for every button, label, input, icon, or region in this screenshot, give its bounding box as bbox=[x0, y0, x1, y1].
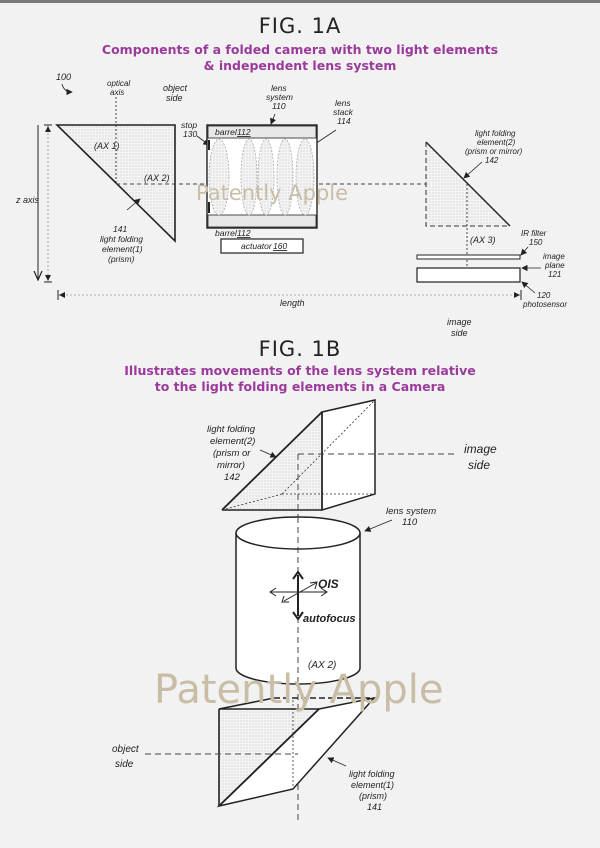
photosensor-label-1: 120 bbox=[537, 291, 551, 300]
autofocus-label: autofocus bbox=[303, 613, 356, 625]
fig-1a-caption-line2: & independent lens system bbox=[203, 58, 397, 73]
prism-1-hypotenuse bbox=[218, 708, 320, 807]
prism-2-outline bbox=[425, 142, 510, 227]
b-object-side-label-2: side bbox=[115, 759, 134, 770]
actuator-num: 160 bbox=[273, 241, 287, 251]
lens-system-label-2: system bbox=[266, 92, 293, 102]
barrel-bottom-label: barrel bbox=[215, 228, 238, 238]
fig-1a-diagram: 100 z axis optical axis object side (AX … bbox=[15, 72, 567, 338]
lens-system-label-1: lens bbox=[271, 83, 287, 93]
optical-axis-label-2: axis bbox=[110, 88, 124, 97]
b-lens-system-label-2: 110 bbox=[402, 517, 418, 528]
fig-1b-caption: Illustrates movements of the lens system… bbox=[0, 363, 600, 395]
b-lens-system-label-1: lens system bbox=[386, 506, 436, 517]
fig-1a-title: FIG. 1A bbox=[258, 14, 342, 38]
prism-1-label-4: (prism) bbox=[108, 254, 135, 264]
ir-filter-label-2: 150 bbox=[529, 238, 543, 247]
lens-stack bbox=[208, 138, 315, 216]
fig-1b-title: FIG. 1B bbox=[258, 337, 342, 361]
b-ax2-label: (AX 2) bbox=[308, 660, 336, 671]
prism-2-face bbox=[321, 399, 376, 512]
optical-axis-label-1: optical bbox=[107, 79, 130, 88]
watermark-1b: Patently Apple bbox=[154, 667, 444, 713]
ref-100-arrow bbox=[61, 83, 73, 96]
image-plane-label-1: image bbox=[543, 252, 565, 261]
b-prism-2-label-4: mirror) bbox=[217, 460, 245, 471]
ois-label: OIS bbox=[318, 577, 339, 591]
fig-1b-caption-line1: Illustrates movements of the lens system… bbox=[124, 363, 476, 378]
ref-100-label: 100 bbox=[56, 72, 71, 82]
barrel-bottom bbox=[207, 214, 317, 228]
prism-2-label-1: light folding bbox=[475, 129, 516, 138]
ax1-label: (AX 1) bbox=[94, 141, 120, 151]
b-image-side-label-1: image bbox=[464, 442, 497, 456]
object-side-label-1: object bbox=[163, 83, 188, 93]
barrel-top-num: 112 bbox=[237, 127, 251, 137]
top-border bbox=[0, 0, 600, 3]
prism-2-hypotenuse bbox=[221, 411, 323, 511]
image-plane-label-3: 121 bbox=[548, 270, 561, 279]
watermark-1a: Patently Apple bbox=[196, 181, 348, 205]
stop-label-1: stop bbox=[181, 120, 197, 130]
b-object-side-label-1: object bbox=[112, 744, 140, 755]
b-prism-1-label-3: (prism) bbox=[359, 791, 387, 801]
actuator-label: actuator bbox=[241, 241, 273, 251]
image-plane-label-2: plane bbox=[544, 261, 565, 270]
z-axis-label: z axis bbox=[15, 195, 40, 205]
b-prism-2-label-5: 142 bbox=[224, 472, 241, 483]
lens-stack-label-2: stack bbox=[333, 107, 354, 117]
b-image-side-label-2: side bbox=[468, 458, 490, 472]
fig-1b-diagram: light folding element(2) (prism or mirro… bbox=[112, 399, 497, 820]
image-side-label-1: image bbox=[447, 317, 472, 327]
lens-system-label-3: 110 bbox=[272, 101, 286, 111]
image-side-label-2: side bbox=[451, 328, 468, 338]
photosensor-label-2: photosensor bbox=[522, 300, 567, 309]
object-side-label-2: side bbox=[166, 93, 183, 103]
b-prism-2-label-2: element(2) bbox=[210, 436, 255, 447]
stop-label-2: 130 bbox=[183, 129, 197, 139]
prism-2-label-4: 142 bbox=[485, 156, 499, 165]
b-prism-1-label-1: light folding bbox=[349, 769, 395, 779]
b-prism-2-label-3: (prism or bbox=[213, 448, 251, 459]
ax3-label: (AX 3) bbox=[470, 235, 496, 245]
barrel-top-label: barrel bbox=[215, 127, 238, 137]
barrel-top bbox=[207, 125, 317, 139]
barrel-bottom-num: 112 bbox=[237, 228, 251, 238]
photosensor bbox=[416, 267, 521, 283]
ir-filter bbox=[416, 254, 521, 260]
prism-2-label-2: element(2) bbox=[477, 138, 516, 147]
fig-1b-caption-line2: to the light folding elements in a Camer… bbox=[154, 379, 446, 394]
motion-arrows-icon bbox=[269, 570, 328, 621]
ax2-label: (AX 2) bbox=[144, 173, 170, 183]
fig-1a-caption: Components of a folded camera with two l… bbox=[0, 42, 600, 74]
lens-stack-label-3: 114 bbox=[337, 116, 351, 126]
mirror-2-line bbox=[425, 141, 511, 227]
lens-stack-label-1: lens bbox=[335, 98, 351, 108]
prism-2-label-3: (prism or mirror) bbox=[465, 147, 523, 156]
prism-1-label-3: element(1) bbox=[102, 244, 143, 254]
fig-1a-caption-line1: Components of a folded camera with two l… bbox=[101, 42, 499, 57]
b-prism-1-label-2: element(1) bbox=[351, 780, 394, 790]
actuator-box bbox=[220, 238, 304, 254]
b-prism-2-label-1: light folding bbox=[207, 424, 256, 435]
prism-1-label-2: light folding bbox=[100, 234, 143, 244]
b-prism-1-label-4: 141 bbox=[367, 802, 382, 812]
length-label: length bbox=[280, 298, 305, 308]
prism-1-label-1: 141 bbox=[113, 224, 127, 234]
ir-filter-label-1: IR filter bbox=[521, 229, 547, 238]
